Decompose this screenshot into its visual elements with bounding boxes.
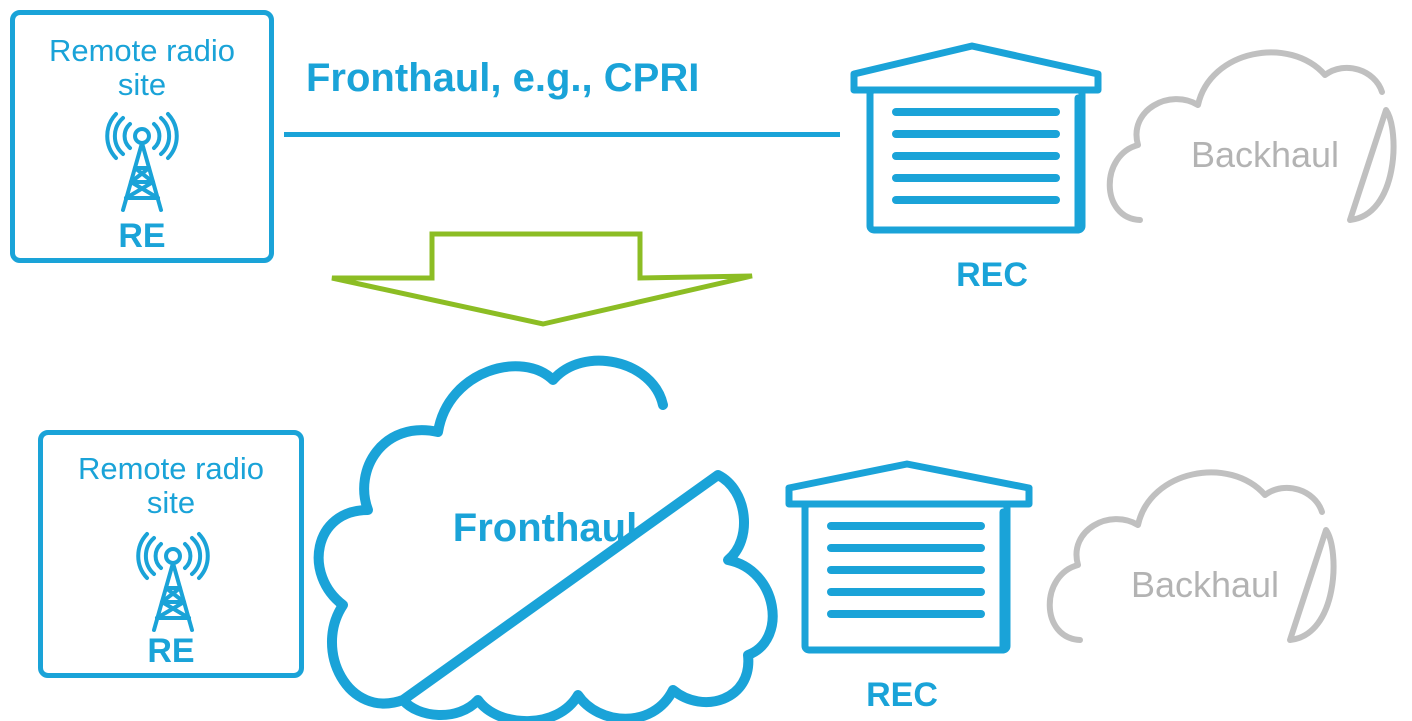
radio-tower-icon <box>105 112 179 212</box>
radio-tower-icon <box>136 532 210 632</box>
fronthaul-cloud-label: Fronthaul <box>452 506 638 550</box>
remote-radio-site-label-bottom: Remote radio site <box>77 451 265 520</box>
backhaul-cloud-bottom <box>1046 469 1337 643</box>
backhaul-label-bottom: Backhaul <box>1130 564 1280 605</box>
fronthaul-link-line <box>284 132 840 137</box>
down-arrow <box>331 231 753 327</box>
re-label-bottom: RE <box>147 632 195 670</box>
rec-label-top: REC <box>956 256 1028 294</box>
remote-radio-site-label-top: Remote radio site <box>48 33 236 102</box>
rec-building-icon-top <box>850 42 1102 234</box>
re-label-top: RE <box>118 217 166 255</box>
fronthaul-cloud <box>313 355 778 721</box>
backhaul-label-top: Backhaul <box>1190 134 1340 175</box>
remote-radio-site-box-top <box>10 10 274 263</box>
fronthaul-cpri-label: Fronthaul, e.g., CPRI <box>306 56 700 100</box>
backhaul-cloud-top <box>1106 49 1397 223</box>
rec-label-bottom: REC <box>866 676 938 714</box>
remote-radio-site-box-bottom <box>38 430 304 678</box>
rec-building-icon-bottom <box>785 460 1033 654</box>
